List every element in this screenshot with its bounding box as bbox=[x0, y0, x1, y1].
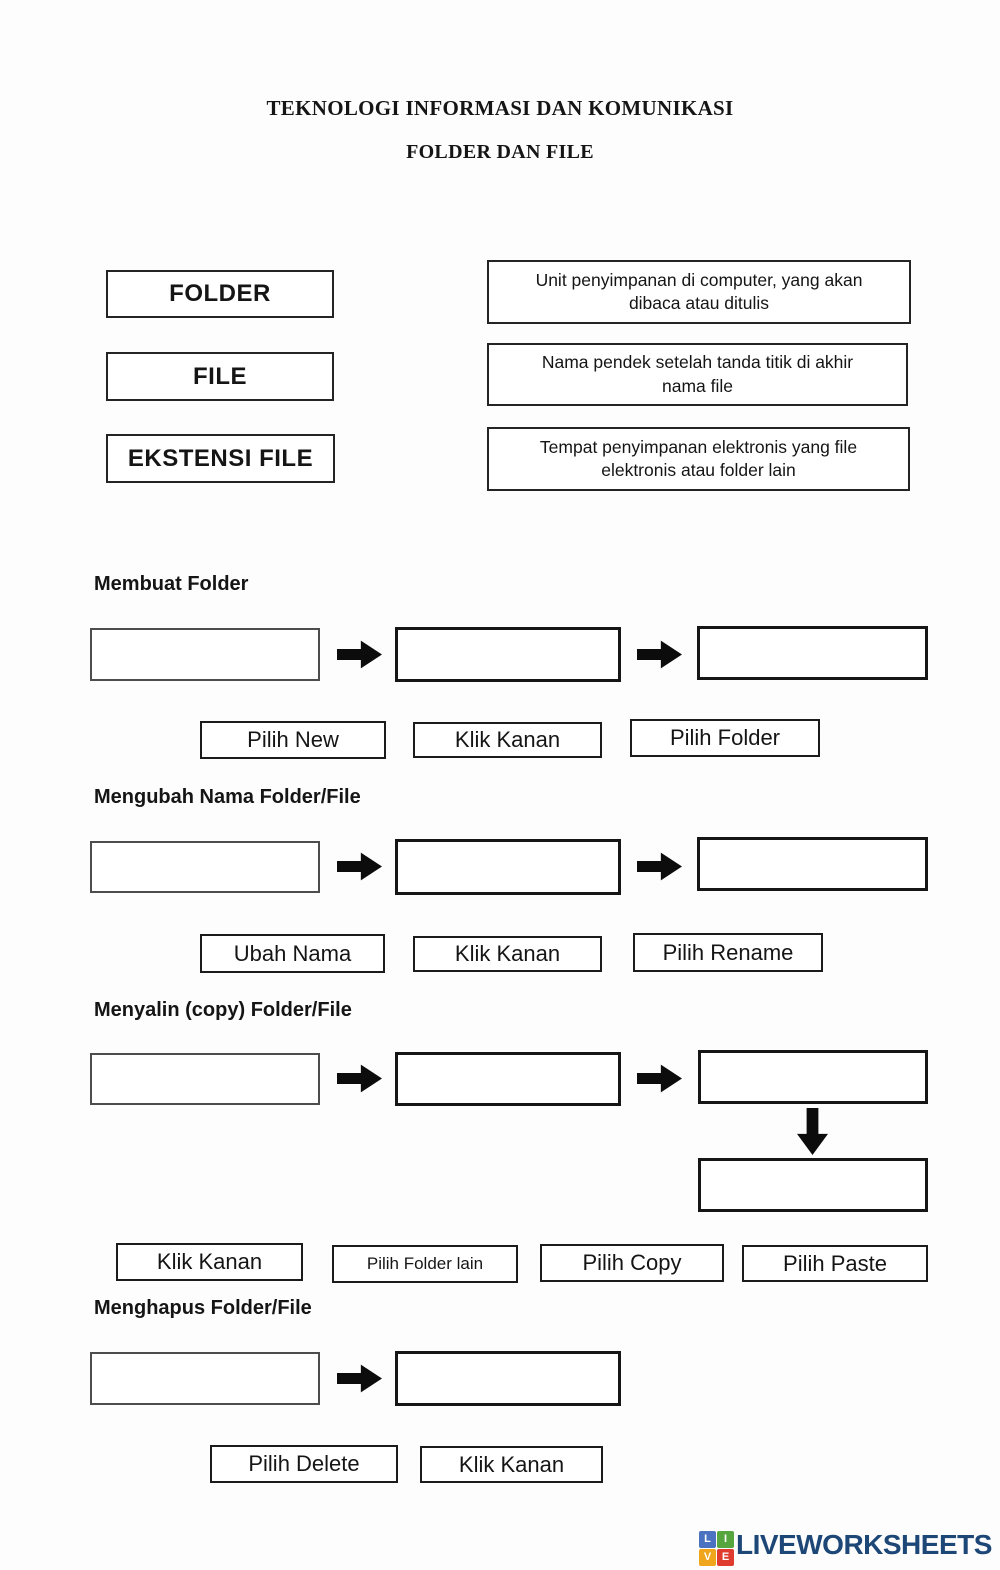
option-klik-kanan[interactable]: Klik Kanan bbox=[116, 1243, 303, 1281]
liveworksheets-logo-icon: L I V E bbox=[699, 1531, 734, 1566]
arrow-down-icon bbox=[797, 1108, 828, 1155]
answer-slot[interactable] bbox=[697, 626, 928, 680]
term-box-folder[interactable]: FOLDER bbox=[106, 270, 334, 318]
option-klik-kanan[interactable]: Klik Kanan bbox=[413, 936, 602, 972]
term-box-ekstensi-file[interactable]: EKSTENSI FILE bbox=[106, 434, 335, 483]
answer-slot[interactable] bbox=[698, 1050, 928, 1104]
page-subtitle: FOLDER DAN FILE bbox=[406, 141, 594, 163]
section-heading-menghapus: Menghapus Folder/File bbox=[94, 1297, 312, 1319]
answer-slot[interactable] bbox=[90, 841, 320, 893]
option-pilih-delete[interactable]: Pilih Delete bbox=[210, 1445, 398, 1483]
definition-box-3[interactable]: Tempat penyimpanan elektronis yang file … bbox=[487, 427, 910, 491]
answer-slot[interactable] bbox=[698, 1158, 928, 1212]
answer-slot[interactable] bbox=[90, 1053, 320, 1105]
option-pilih-new[interactable]: Pilih New bbox=[200, 721, 386, 759]
option-pilih-paste[interactable]: Pilih Paste bbox=[742, 1245, 928, 1282]
option-pilih-copy[interactable]: Pilih Copy bbox=[540, 1244, 724, 1282]
answer-slot[interactable] bbox=[90, 628, 320, 681]
arrow-right-icon bbox=[637, 1064, 682, 1093]
section-heading-mengubah-nama: Mengubah Nama Folder/File bbox=[94, 786, 361, 808]
logo-square-e: E bbox=[717, 1549, 734, 1566]
definition-box-1[interactable]: Unit penyimpanan di computer, yang akan … bbox=[487, 260, 911, 324]
liveworksheets-brand-text: LIVEWORKSHEETS bbox=[736, 1529, 992, 1560]
option-ubah-nama[interactable]: Ubah Nama bbox=[200, 934, 385, 973]
arrow-right-icon bbox=[637, 852, 682, 881]
answer-slot[interactable] bbox=[395, 1052, 621, 1106]
section-heading-membuat-folder: Membuat Folder bbox=[94, 573, 249, 595]
answer-slot[interactable] bbox=[697, 837, 928, 891]
option-pilih-folder-lain[interactable]: Pilih Folder lain bbox=[332, 1245, 518, 1283]
section-heading-menyalin: Menyalin (copy) Folder/File bbox=[94, 999, 352, 1021]
arrow-right-icon bbox=[337, 640, 382, 669]
arrow-right-icon bbox=[637, 640, 682, 669]
answer-slot[interactable] bbox=[90, 1352, 320, 1405]
option-pilih-rename[interactable]: Pilih Rename bbox=[633, 933, 823, 972]
answer-slot[interactable] bbox=[395, 627, 621, 682]
logo-square-v: V bbox=[699, 1549, 716, 1566]
arrow-right-icon bbox=[337, 1064, 382, 1093]
page-title: TEKNOLOGI INFORMASI DAN KOMUNIKASI bbox=[266, 96, 734, 120]
option-pilih-folder[interactable]: Pilih Folder bbox=[630, 719, 820, 757]
answer-slot[interactable] bbox=[395, 839, 621, 895]
option-klik-kanan[interactable]: Klik Kanan bbox=[420, 1446, 603, 1483]
term-box-file[interactable]: FILE bbox=[106, 352, 334, 401]
option-klik-kanan[interactable]: Klik Kanan bbox=[413, 722, 602, 758]
arrow-right-icon bbox=[337, 1364, 382, 1393]
logo-square-i: I bbox=[717, 1531, 734, 1548]
logo-square-l: L bbox=[699, 1531, 716, 1548]
definition-box-2[interactable]: Nama pendek setelah tanda titik di akhir… bbox=[487, 343, 908, 406]
arrow-right-icon bbox=[337, 852, 382, 881]
answer-slot[interactable] bbox=[395, 1351, 621, 1406]
